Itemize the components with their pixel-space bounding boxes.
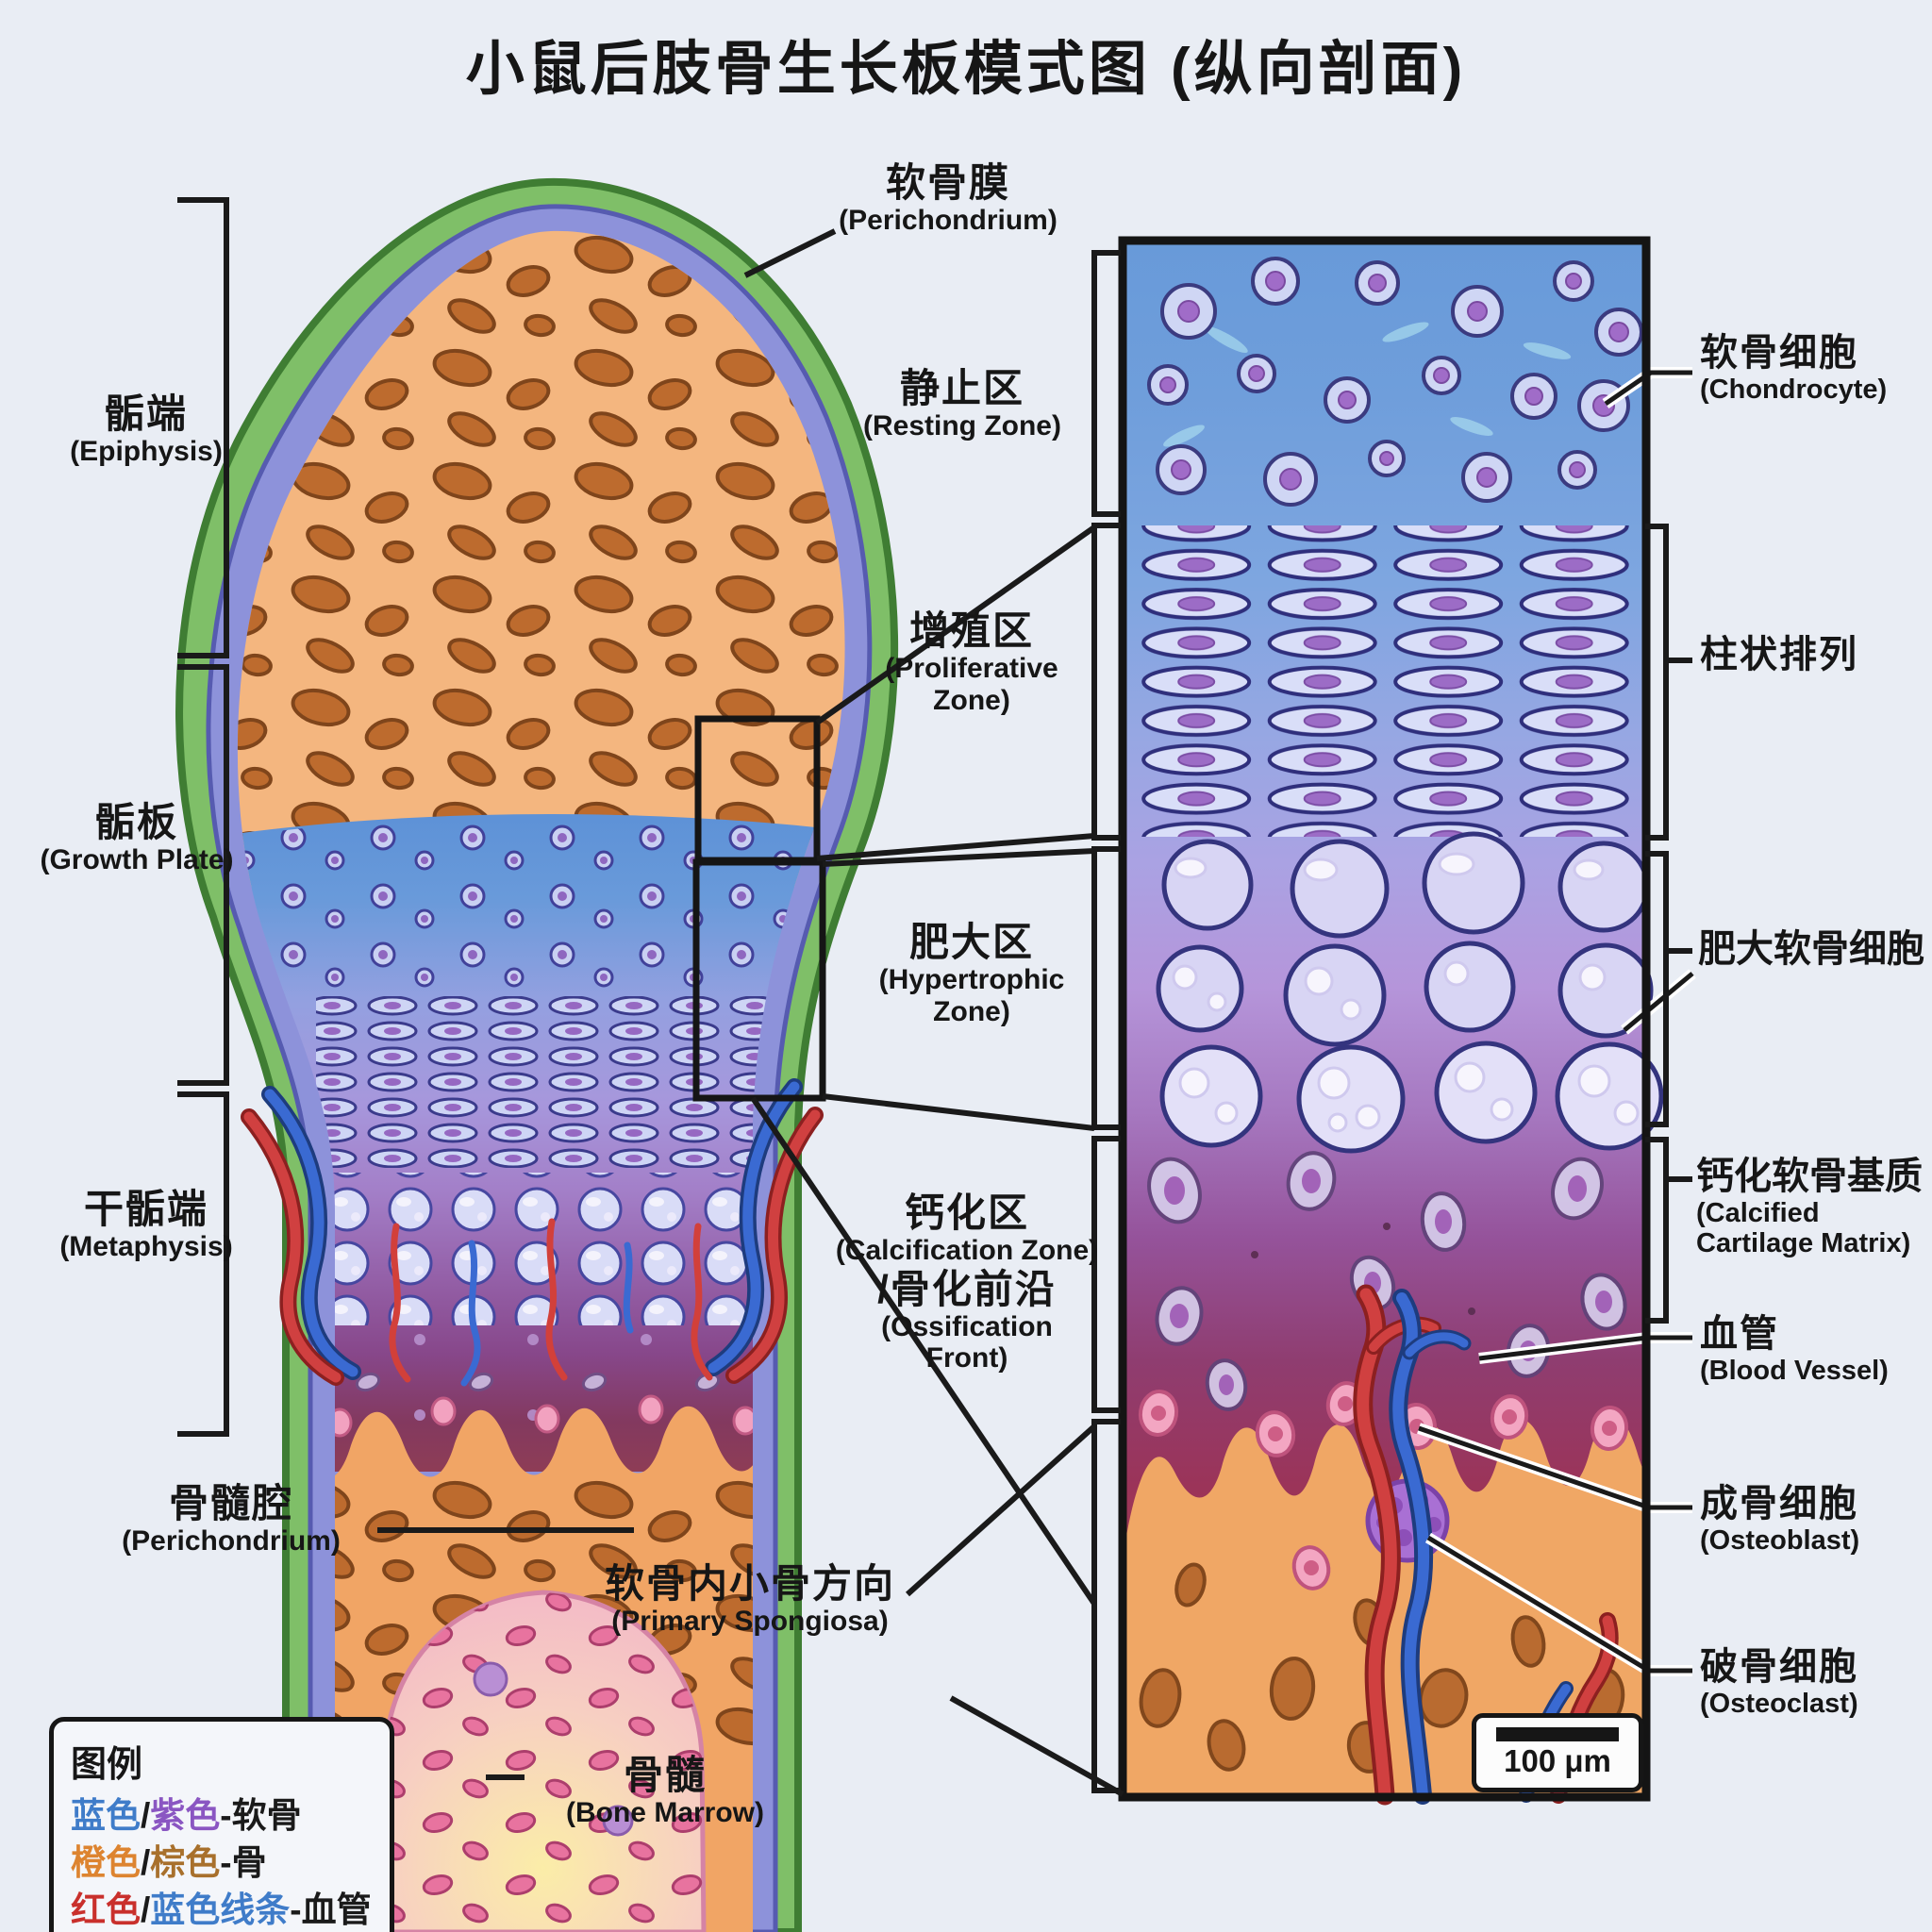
proliferative-columns — [1140, 525, 1643, 837]
label-hypertrophic-zone: 肥大区 (Hypertrophic Zone) — [878, 920, 1065, 1027]
label-calcification-zone: 钙化区 (Calcification Zone) /骨化前沿 (Ossifica… — [835, 1191, 1099, 1374]
legend-title: 图例 — [71, 1745, 143, 1785]
label-calcified-matrix: 钙化软骨基质 (Calcified Cartilage Matrix) — [1696, 1156, 1923, 1259]
osteoblasts — [1138, 1381, 1629, 1591]
label-osteoblast: 成骨细胞 (Osteoblast) — [1700, 1483, 1860, 1556]
label-perichondrium: 软骨膜 (Perichondrium) — [839, 160, 1058, 237]
label-columnar-arrangement: 柱状排列 — [1700, 634, 1858, 675]
label-marrow-cavity: 骨髓腔 (Perichondrium) — [122, 1481, 341, 1557]
scale-bar-line — [1496, 1727, 1619, 1741]
hypertrophic-chondrocytes — [1156, 831, 1664, 1154]
legend-row-vessel: 红色/蓝色线条-血管 — [71, 1890, 372, 1929]
label-proliferative-zone: 增殖区 (Proliferative Zone) — [885, 608, 1058, 716]
resting-chondrocytes — [1147, 257, 1643, 507]
label-hypertrophic-chondrocyte: 肥大软骨细胞 — [1698, 928, 1924, 970]
matrix-streaks — [1163, 322, 1572, 447]
panel-border — [1118, 236, 1651, 1802]
magnified-region-boxes — [692, 715, 826, 1102]
label-metaphysis: 干骺端 (Metaphysis) — [59, 1187, 233, 1263]
label-growth-plate: 骺板 (Growth Plate) — [40, 800, 234, 876]
label-blood-vessel: 血管 (Blood Vessel) — [1700, 1313, 1889, 1386]
label-primary-spongiosa: 软骨内小骨方向 (Primary Spongiosa) — [604, 1561, 895, 1638]
label-osteoclast: 破骨细胞 (Osteoclast) — [1700, 1646, 1858, 1719]
proliferative-zone-cells — [316, 996, 792, 1168]
label-bone-marrow: 骨髓 (Bone Marrow) — [566, 1753, 764, 1829]
label-chondrocyte: 软骨细胞 (Chondrocyte) — [1700, 332, 1888, 405]
magnified-growth-plate-panel — [1118, 236, 1696, 1806]
legend-box: 图例 蓝色/紫色-软骨 橙色/棕色-骨 红色/蓝色线条-血管 — [49, 1717, 394, 1932]
brackets-and-connectors — [177, 197, 1692, 1797]
legend-row-cartilage: 蓝色/紫色-软骨 — [71, 1796, 302, 1835]
label-resting-zone: 静止区 (Resting Zone) — [863, 366, 1061, 442]
metaphyseal-blood-vessels — [241, 1078, 824, 1387]
legend-row-bone: 橙色/棕色-骨 — [71, 1842, 267, 1882]
marrow-blood-cells — [383, 1592, 704, 1932]
scale-bar-label: 100 μm — [1504, 1743, 1611, 1778]
scale-bar: 100 μm — [1472, 1713, 1643, 1792]
bone-longitudinal-section — [175, 177, 899, 1932]
diagram-title: 小鼠后肢骨生长板模式图 (纵向剖面) — [465, 37, 1467, 102]
label-epiphysis: 骺端 (Epiphysis) — [70, 391, 223, 468]
